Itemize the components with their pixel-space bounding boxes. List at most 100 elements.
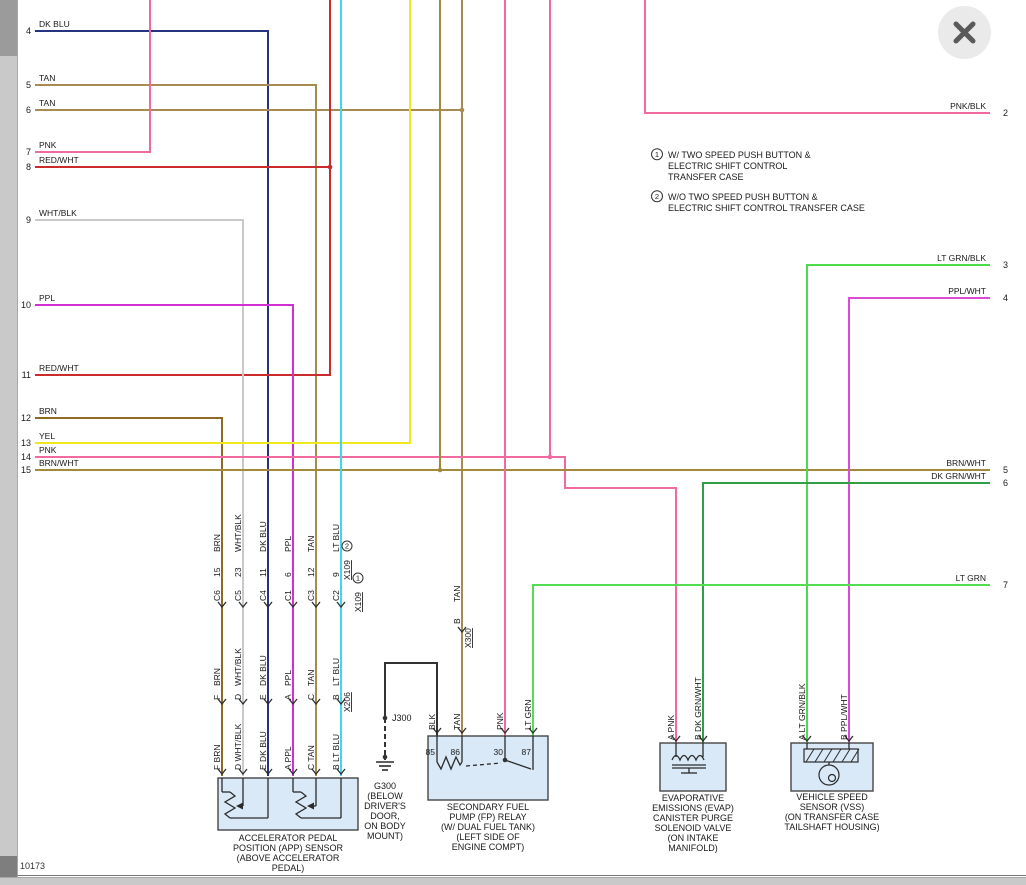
circled-number bbox=[352, 572, 364, 584]
wire-color-label: BRN/WHT bbox=[39, 458, 79, 468]
connector-chevron bbox=[528, 727, 538, 735]
junction-dot bbox=[327, 164, 333, 170]
resistor bbox=[223, 791, 237, 819]
wire-color-label: DK BLU bbox=[39, 19, 70, 29]
rotated-wire-label: F BRN bbox=[212, 745, 222, 771]
symbol-line bbox=[850, 748, 860, 763]
g300-caption: (BELOW bbox=[367, 791, 403, 801]
relay-caption: (LEFT SIDE OF bbox=[456, 832, 520, 842]
relay-link bbox=[465, 762, 502, 767]
wire-color-label: RED/WHT bbox=[39, 155, 79, 165]
connector-chevron bbox=[671, 735, 681, 743]
relay-caption: SECONDARY FUEL bbox=[447, 802, 529, 812]
symbol-line bbox=[832, 748, 842, 763]
rotated-wire-label: A PPL bbox=[283, 746, 293, 770]
vss-sensor bbox=[818, 764, 840, 786]
rotated-wire-label: BRN bbox=[212, 534, 222, 552]
rotated-wire-label: X206 bbox=[342, 692, 352, 712]
g300-caption: DRIVER'S bbox=[364, 801, 406, 811]
connector-chevron bbox=[263, 768, 273, 776]
circuit-number-left: 10 bbox=[21, 300, 31, 310]
rotated-wire-label: E bbox=[258, 694, 268, 700]
wire-dk-grn-wht bbox=[702, 482, 990, 743]
note-text: W/ TWO SPEED PUSH BUTTON & bbox=[668, 150, 811, 160]
evap-caption: EVAPORATIVE bbox=[662, 793, 724, 803]
note-number: 2 bbox=[655, 192, 659, 201]
close-button[interactable] bbox=[938, 6, 991, 59]
connector-chevron bbox=[844, 735, 854, 743]
rotated-wire-label: WHT/BLK bbox=[233, 648, 243, 686]
rotated-wire-label: C6 bbox=[212, 590, 222, 601]
evap-caption: SOLENOID VALVE bbox=[655, 823, 732, 833]
wire-yel bbox=[35, 0, 411, 444]
connector-chevron bbox=[288, 601, 298, 609]
rotated-wire-label: TAN bbox=[452, 586, 462, 602]
relay-coil bbox=[436, 755, 463, 771]
symbol-line bbox=[805, 748, 815, 763]
rotated-wire-label: C2 bbox=[331, 590, 341, 601]
rotated-wire-label: 23 bbox=[233, 567, 243, 577]
wire-pnk-blk bbox=[644, 0, 990, 114]
rotated-wire-label: F bbox=[212, 695, 222, 700]
circuit-number-right: 4 bbox=[1003, 293, 1008, 303]
wire-ppl-wht bbox=[848, 297, 990, 743]
wire-color-label: DK GRN/WHT bbox=[931, 471, 986, 481]
circuit-number-right: 2 bbox=[1003, 108, 1008, 118]
note-number-circle bbox=[651, 148, 663, 161]
g300-caption: G300 bbox=[374, 781, 396, 791]
wiper-arrow bbox=[307, 802, 314, 810]
rotated-wire-label: A PNK bbox=[666, 715, 676, 740]
rotated-wire-label: WHT/BLK bbox=[233, 514, 243, 552]
rotated-wire-label: BLK bbox=[427, 714, 437, 730]
horizontal-scrollbar[interactable] bbox=[0, 877, 1026, 885]
rotated-wire-label: DK BLU bbox=[258, 521, 268, 552]
vertical-scrollbar[interactable] bbox=[0, 0, 18, 877]
connector-chevron bbox=[288, 768, 298, 776]
circuit-number-right: 7 bbox=[1003, 580, 1008, 590]
vertical-scroll-thumb[interactable] bbox=[0, 0, 17, 56]
wire-lt-grn-blk bbox=[806, 264, 990, 743]
rotated-wire-label: DK BLU bbox=[258, 655, 268, 686]
rotated-wire-label: PPL bbox=[283, 536, 293, 552]
connector-chevron bbox=[336, 698, 346, 706]
circuit-number-right: 6 bbox=[1003, 478, 1008, 488]
wire-color-label: PNK/BLK bbox=[950, 101, 986, 111]
rotated-wire-label: C5 bbox=[233, 590, 243, 601]
relay-switch-arm bbox=[504, 759, 532, 770]
connector-chevron bbox=[311, 601, 321, 609]
junction-dot bbox=[382, 715, 388, 721]
rotated-wire-label: A bbox=[283, 694, 293, 700]
note-text: ELECTRIC SHIFT CONTROL bbox=[668, 161, 787, 171]
rotated-wire-label: C3 bbox=[306, 590, 316, 601]
note-number: 1 bbox=[655, 150, 659, 159]
app-box bbox=[217, 777, 359, 831]
evap-caption: CANISTER PURGE bbox=[653, 813, 733, 823]
wire-color-label: PPL bbox=[39, 293, 55, 303]
rotated-wire-label: C TAN bbox=[306, 745, 316, 770]
circuit-number-left: 8 bbox=[26, 162, 31, 172]
circuit-number-left: 13 bbox=[21, 438, 31, 448]
connector-chevron bbox=[500, 727, 510, 735]
circuit-number-left: 6 bbox=[26, 105, 31, 115]
relay-pin-number: 85 bbox=[426, 747, 436, 757]
rotated-wire-label: C1 bbox=[283, 590, 293, 601]
circled-number bbox=[341, 540, 353, 552]
resistor bbox=[294, 791, 308, 819]
connector-chevron bbox=[802, 735, 812, 743]
connector-chevron bbox=[311, 698, 321, 706]
wire-wht-blk bbox=[35, 219, 244, 776]
relay-caption: (W/ DUAL FUEL TANK) bbox=[441, 822, 535, 832]
relay-caption: ENGINE COMPT) bbox=[452, 842, 525, 852]
circuit-number-left: 15 bbox=[21, 465, 31, 475]
rotated-wire-label: A LT GRN/BLK bbox=[797, 683, 807, 740]
circuit-number-left: 12 bbox=[21, 413, 31, 423]
rotated-wire-label: D bbox=[233, 694, 243, 700]
wire-pnk bbox=[35, 456, 677, 743]
connector-chevron bbox=[238, 601, 248, 609]
app-caption: (ABOVE ACCELERATOR bbox=[237, 853, 340, 863]
vss-reluctor bbox=[803, 748, 859, 763]
wire-color-label: PNK bbox=[39, 445, 57, 455]
wire-lt-grn bbox=[532, 584, 990, 736]
rotated-wire-label: D WHT/BLK bbox=[233, 723, 243, 770]
